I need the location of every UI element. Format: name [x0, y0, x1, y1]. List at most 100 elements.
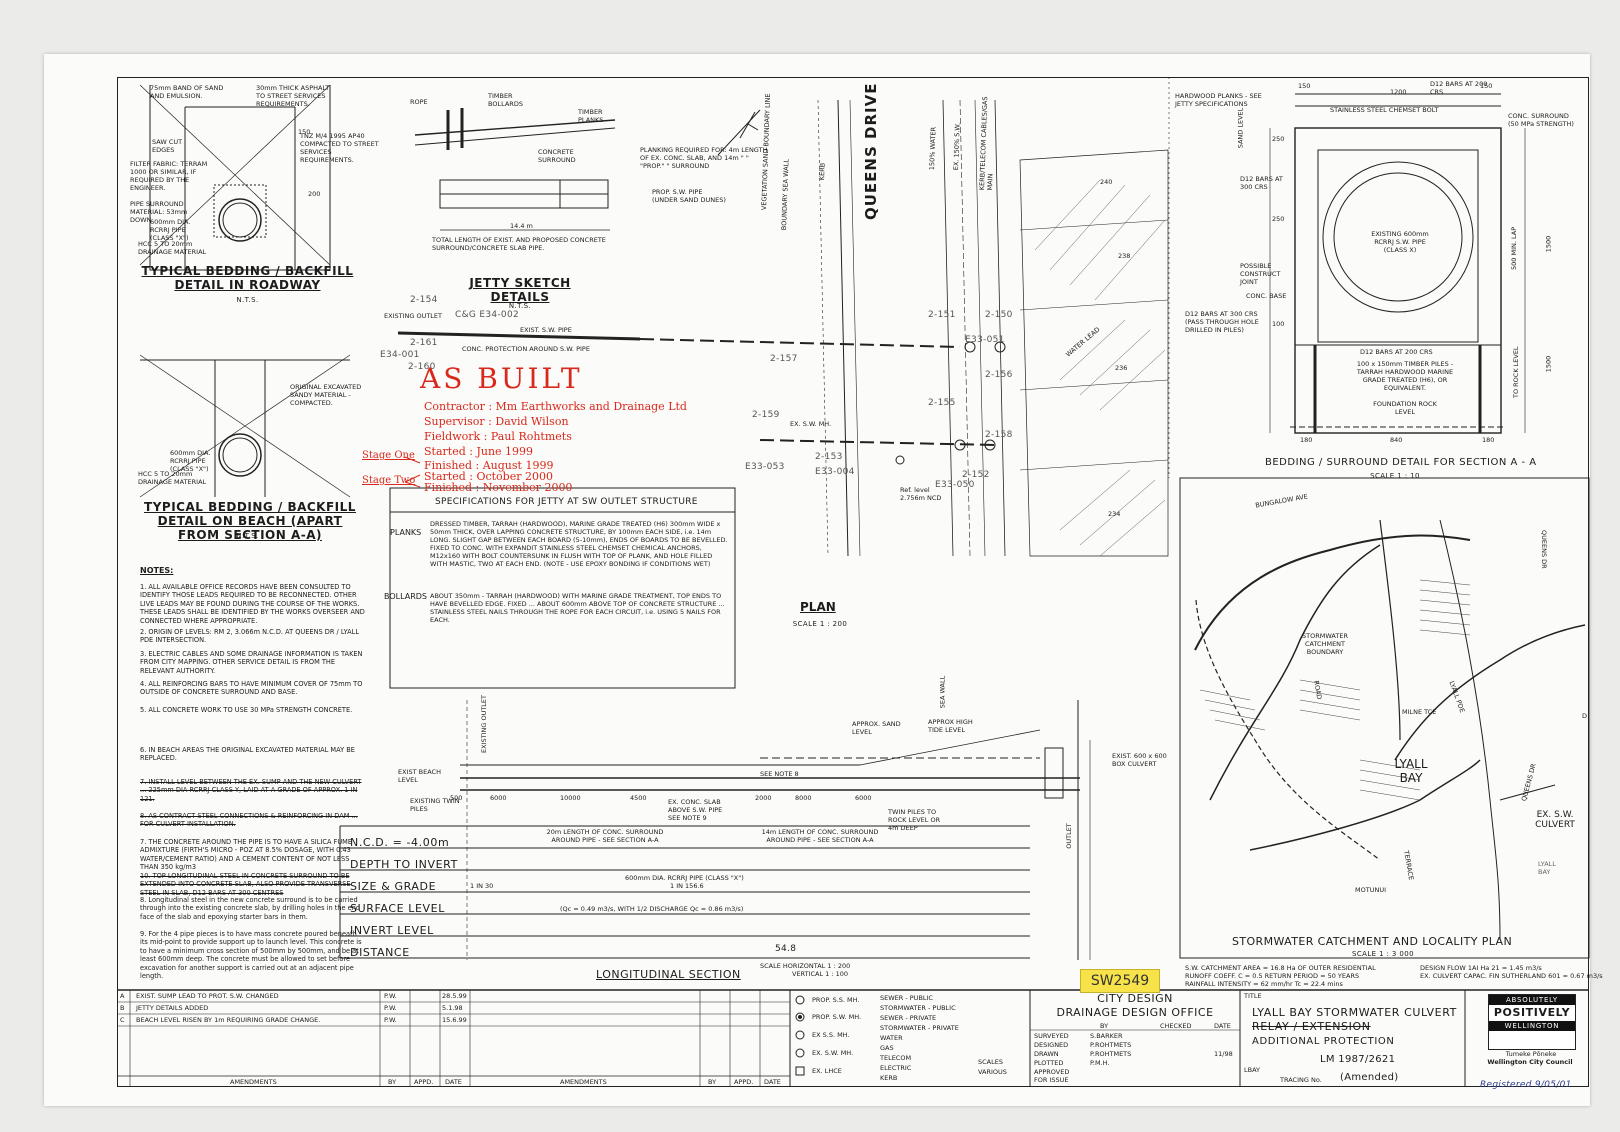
as-built-finished-1: Finished : August 1999 — [424, 459, 554, 472]
ls-row-surface: SURFACE LEVEL — [350, 902, 445, 915]
amend-footer-appd-1: APPD. — [414, 1078, 434, 1086]
ls-14m-length: 14m LENGTH OF CONC. SURROUND AROUND PIPE… — [761, 828, 879, 844]
lot-236: 236 — [1115, 364, 1128, 372]
beach-pipe-note: 600mm DIA. RCRRJ PIPE (CLASS "X") — [170, 449, 211, 473]
note-4: 4. ALL REINFORCING BARS TO HAVE MINIMUM … — [140, 680, 363, 697]
dim-surround-150b: 150 — [1480, 82, 1493, 90]
office-line-1: CITY DESIGN — [1097, 992, 1173, 1005]
amend-footer-by-2: BY — [708, 1078, 717, 1086]
dim-surround-180b: 180 — [1482, 436, 1495, 444]
dim-150: 150 — [298, 128, 311, 136]
ls-dim-6000: 6000 — [490, 794, 507, 802]
legend-service-1: SEWER - PUBLIC — [880, 994, 933, 1002]
existing-pipe-label: EXISTING 600mm RCRRJ S.W. PIPE (CLASS X) — [1371, 230, 1429, 254]
ls-dim-2000: 2000 — [755, 794, 772, 802]
ref-cg: C&G E34-002 — [455, 310, 520, 320]
ls-flow: (Qc = 0.49 m3/s, WITH 1/2 DISCHARGE Qc =… — [560, 905, 744, 913]
beach-drainage-note: HCC 5 TO 20mm DRAINAGE MATERIAL — [138, 470, 207, 486]
ref-e33-053: E33-053 — [745, 462, 785, 472]
rock-level-label: TO ROCK LEVEL — [1512, 346, 1520, 398]
ref-2-157: 2-157 — [770, 354, 798, 364]
amend-b-text: JETTY DETAILS ADDED — [136, 1004, 209, 1012]
ref-level-label: Ref. level 2.756m NCD — [900, 486, 942, 502]
ref-2-160: 2-160 — [408, 362, 436, 372]
dim-surround-1500b: 1500 — [1544, 355, 1553, 373]
spec-planks-label: PLANKS — [390, 528, 422, 537]
ls-existing-outlet: EXISTING OUTLET — [480, 695, 488, 753]
note-7: 7. THE CONCRETE AROUND THE PIPE IS TO HA… — [140, 838, 353, 872]
logo-line-b: POSITIVELY — [1493, 1006, 1571, 1019]
amend-footer-2: AMENDMENTS — [560, 1078, 607, 1086]
title-line-1: LYALL BAY STORMWATER CULVERT — [1252, 1006, 1457, 1019]
catchment-design-2: EX. CULVERT CAPAC. FIN SUTHERLAND 601 = … — [1420, 972, 1603, 980]
dim-surround-180a: 180 — [1300, 436, 1313, 444]
lot-234: 234 — [1108, 510, 1121, 518]
lyall-bay-label: LYALL BAY — [1394, 757, 1428, 785]
roadway-bedding-title: TYPICAL BEDDING / BACKFILL DETAIL IN ROA… — [141, 264, 354, 292]
office-row-drawn: DRAWN — [1034, 1050, 1059, 1058]
legend-service-8: ELECTRIC — [880, 1064, 912, 1072]
planking-label: PLANKING REQUIRED FOR: 4m LENGTH OF EX. … — [640, 146, 768, 170]
amend-c-date: 15.6.99 — [442, 1016, 467, 1024]
jetty-nts: N.T.S. — [508, 302, 532, 310]
note-1: 1. ALL AVAILABLE OFFICE RECORDS HAVE BEE… — [140, 583, 365, 625]
catchment-info-1: S.W. CATCHMENT AREA = 16.8 Ha OF OUTER R… — [1185, 964, 1376, 972]
tnz-note: TNZ M/4 1995 AP40 COMPACTED TO STREET SE… — [300, 132, 379, 164]
saw-cut-note: SAW CUT EDGES — [152, 138, 183, 154]
ls-see8-label: SEE NOTE 8 — [760, 770, 799, 778]
note-8: 8. Longitudinal steel in the new concret… — [140, 896, 361, 921]
ref-2-150: 2-150 — [985, 310, 1013, 320]
title-tracing: TRACING No. — [1280, 1076, 1322, 1084]
title-line-3: ADDITIONAL PROTECTION — [1252, 1036, 1395, 1047]
office-col-by: BY — [1100, 1022, 1109, 1030]
note-struck-2: 8. AS CONTRACT STEEL CONNECTIONS & REINF… — [140, 812, 358, 829]
spec-bollards-text: ABOUT 350mm - TARRAH (HARDWOOD) WITH MAR… — [430, 592, 725, 624]
ls-outlet: OUTLET — [1064, 823, 1073, 849]
conc-protection-label: CONC. PROTECTION AROUND S.W. PIPE — [462, 345, 590, 353]
amend-c-text: BEACH LEVEL RISEN BY 1m REQUIRING GRADE … — [136, 1016, 321, 1024]
note-5: 5. ALL CONCRETE WORK TO USE 30 MPa STREN… — [140, 706, 353, 714]
logo-line-c: WELLINGTON — [1489, 1021, 1575, 1031]
beach-excavated-note: ORIGINAL EXCAVATED SANDY MATERIAL - COMP… — [290, 383, 362, 407]
ls-scale-v: VERTICAL 1 : 100 — [792, 970, 849, 978]
ex-sw-culvert-label: EX. S.W. CULVERT — [1535, 810, 1575, 830]
ls-twin-piles: TWIN PILES TO ROCK LEVEL OR 4m DEEP — [888, 808, 941, 832]
ls-dim-8000: 8000 — [795, 794, 812, 802]
ls-dim-500: 500 — [450, 794, 463, 802]
street-milne: MILNE TCE — [1402, 708, 1437, 716]
legend-service-2: STORMWATER - PUBLIC — [880, 1004, 956, 1012]
amend-c-by: P.W. — [384, 1016, 397, 1024]
beach-bedding-title: TYPICAL BEDDING / BACKFILL DETAIL ON BEA… — [144, 500, 356, 542]
dim-surround-840: 840 — [1390, 436, 1403, 444]
spec-planks-text: DRESSED TIMBER, TARRAH (HARDWOOD), MARIN… — [430, 520, 728, 568]
as-built-fieldwork: Fieldwork : Paul Rohtmets — [424, 430, 572, 443]
pipe-surround-note: PIPE SURROUND MATERIAL: 53mm DOWN — [130, 200, 188, 224]
legend-various: VARIOUS — [978, 1068, 1007, 1076]
title-label: TITLE — [1244, 992, 1262, 1000]
ls-sea-wall: SEA WALL — [938, 675, 947, 709]
ref-2-152: 2-152 — [962, 470, 990, 480]
joint-label: POSSIBLE CONSTRUCT JOINT — [1240, 262, 1281, 286]
ls-dim-6000b: 6000 — [855, 794, 872, 802]
legend-ex-sw: EX. S.W. MH. — [812, 1049, 854, 1057]
office-row-approved: APPROVED FOR ISSUE — [1034, 1068, 1070, 1084]
legend-service-6: GAS — [880, 1044, 894, 1052]
ls-distance-total: 54.8 — [775, 944, 797, 954]
catchment-info-3: RAINFALL INTENSITY = 62 mm/hr Tc = 22.4 … — [1185, 980, 1343, 988]
note-6: 6. IN BEACH AREAS THE ORIGINAL EXCAVATED… — [140, 746, 355, 763]
office-row-plotted-by: P.M.H. — [1090, 1059, 1110, 1067]
amend-footer-date-2: DATE — [764, 1078, 781, 1086]
dim-surround-250a: 250 — [1272, 135, 1285, 143]
legend-service-3: SEWER - PRIVATE — [880, 1014, 937, 1022]
ls-tide-label: APPROX HIGH TIDE LEVEL — [928, 718, 973, 734]
legend-scales: SCALES — [978, 1058, 1003, 1066]
as-built-contractor: Contractor : Mm Earthworks and Drainage … — [424, 400, 687, 413]
legend-prop-sw: PROP. S.W. MH. — [812, 1013, 862, 1021]
ref-e33-004: E33-004 — [815, 467, 855, 477]
ls-existing-twin: EXISTING TWIN PILES — [410, 797, 460, 813]
ls-row-ncd: N.C.D. = -4.00m — [350, 836, 450, 849]
street-queens-1: QUEENS DR — [1540, 530, 1548, 569]
beach-nts: N.T.S. — [236, 532, 259, 540]
catchment-info-2: RUNOFF COEFF. C = 0.5 RETURN PERIOD = 50… — [1185, 972, 1360, 980]
conc-surround-label: CONC. SURROUND (50 MPa STRENGTH) — [1508, 112, 1574, 128]
